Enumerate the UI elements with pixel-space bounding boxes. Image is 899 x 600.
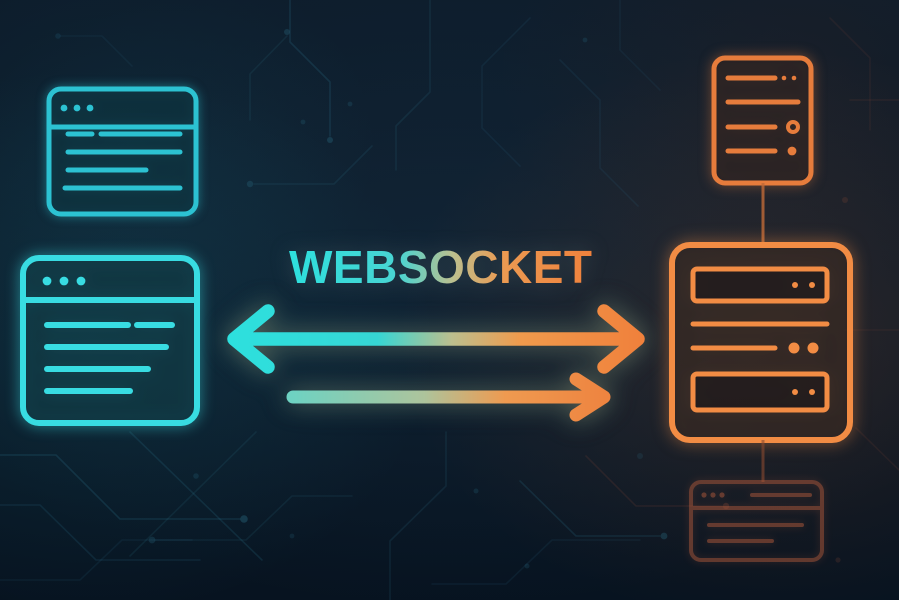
websocket-arrows [227, 304, 645, 422]
browser-window-faded-icon [689, 480, 824, 562]
bidirectional-arrow [227, 304, 645, 374]
browser-window-large-icon [20, 255, 200, 426]
client-to-server-arrow [286, 372, 611, 422]
server-rack-small-icon [711, 55, 814, 186]
browser-window-small-icon [46, 86, 199, 217]
server-rack-large-icon [669, 242, 853, 443]
diagram-title: WEBSOCKET [289, 241, 593, 293]
